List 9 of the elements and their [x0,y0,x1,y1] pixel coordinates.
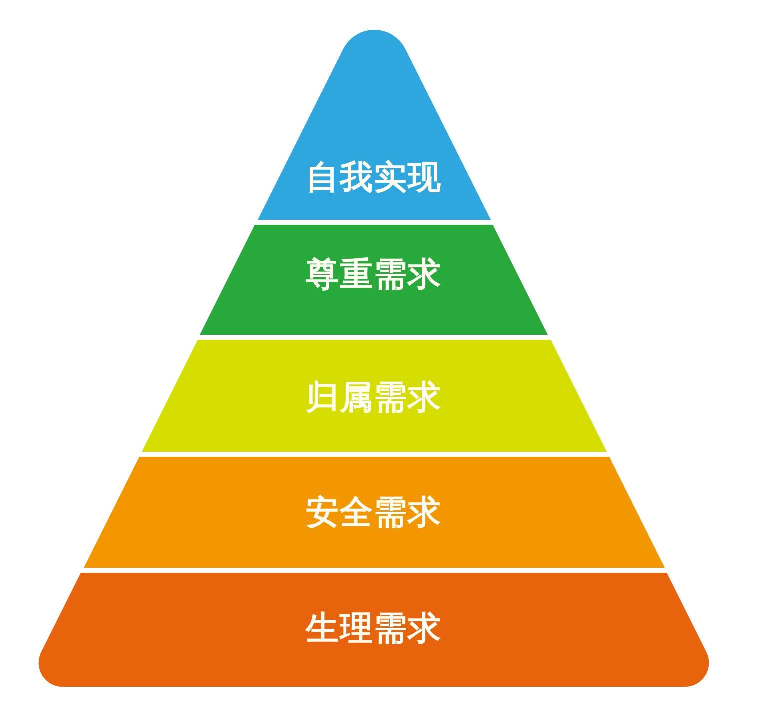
tier-label: 归属需求 [306,380,442,414]
pyramid-tier [84,457,664,568]
tier-label: 安全需求 [306,496,442,528]
pyramid-tier [200,225,548,335]
pyramid-tier [142,340,606,452]
pyramid-tier [258,30,490,220]
tier-label: 自我实现 [306,160,442,194]
tier-label: 尊重需求 [306,258,442,290]
tier-label: 生理需求 [306,612,442,644]
